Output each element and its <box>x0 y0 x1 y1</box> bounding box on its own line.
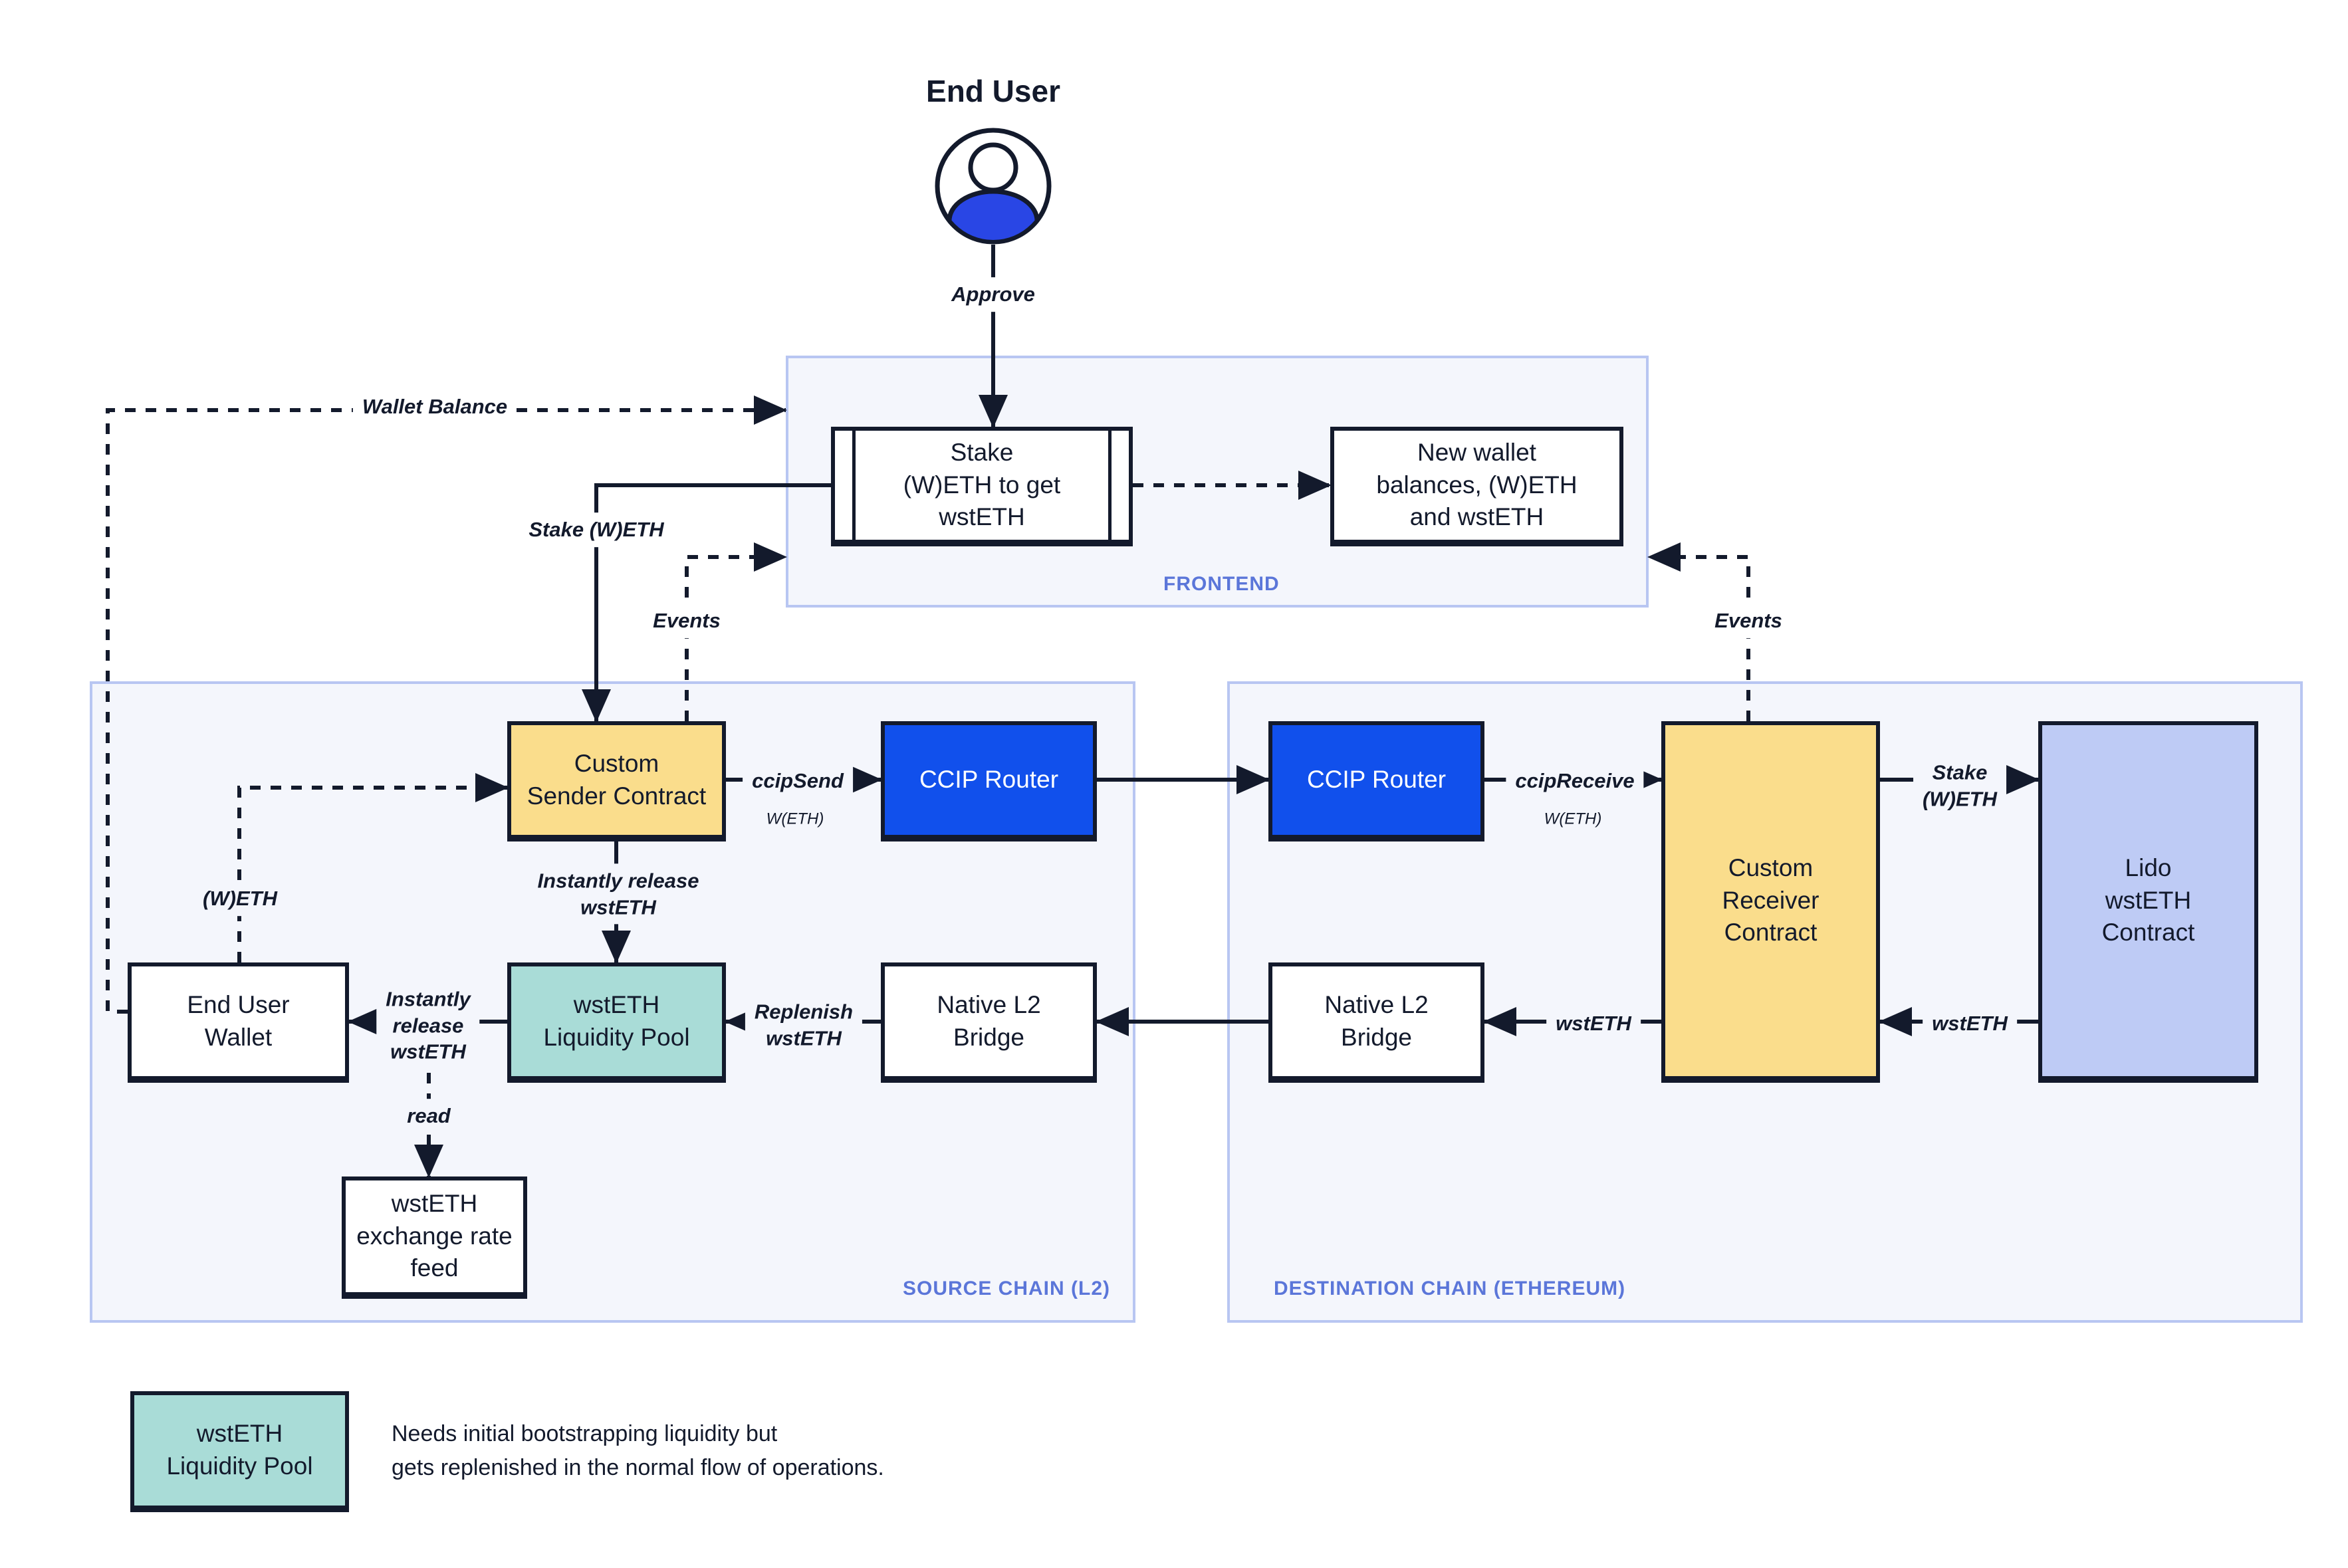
edge-label-wsteth-lido: wstETH <box>1923 1006 2017 1041</box>
edge-label-ccip-receive: ccipReceive <box>1506 764 1644 798</box>
legend-note: Needs initial bootstrapping liquidity bu… <box>392 1421 884 1480</box>
ccip-router-source-label: CCIP Router <box>919 766 1059 794</box>
wsteth-liquidity-pool-label: wstETH Liquidity Pool <box>543 990 690 1051</box>
custom-receiver-contract-label: Custom Receiver Contract <box>1722 853 1820 947</box>
native-l2-bridge-dest-label: Native L2 Bridge <box>1324 990 1429 1051</box>
edge-label-stake-weth-dest: Stake (W)ETH <box>1913 755 2006 816</box>
legend-wsteth-pool-label: wstETH Liquidity Pool <box>166 1420 313 1480</box>
edge-label-weth: (W)ETH <box>193 881 287 916</box>
end-user-avatar-icon <box>935 128 1052 245</box>
custom-sender-contract-label: Custom Sender Contract <box>527 749 707 810</box>
connector-weth-wallet-to-sender <box>237 773 509 962</box>
native-l2-bridge-source-label: Native L2 Bridge <box>937 990 1041 1051</box>
source-chain-label: SOURCE CHAIN (L2) <box>903 1278 1111 1299</box>
edge-label-wsteth-receiver: wstETH <box>1546 1006 1641 1041</box>
page-title: End User <box>926 74 1060 108</box>
edge-label-ccip-receive-asset: W(ETH) <box>1534 805 1611 834</box>
custom-sender-contract-node: Custom Sender Contract <box>507 721 726 839</box>
lido-wsteth-contract-label: Lido wstETH Contract <box>2101 853 2195 947</box>
edge-label-events-source: Events <box>644 604 730 638</box>
connector-wallet-balance <box>106 395 787 1014</box>
connector-events-source <box>685 542 787 721</box>
stake-weth-node-label: Stake (W)ETH to get wstETH <box>903 438 1061 531</box>
edge-label-ccip-send-asset: W(ETH) <box>757 805 834 834</box>
end-user-wallet-node: End User Wallet <box>128 962 349 1080</box>
connector-stake-weth-to-sender <box>582 483 831 723</box>
native-l2-bridge-dest-node: Native L2 Bridge <box>1268 962 1484 1080</box>
ccip-router-source-node: CCIP Router <box>881 721 1097 839</box>
edge-label-read: read <box>398 1099 460 1133</box>
ccip-router-dest-label: CCIP Router <box>1306 766 1447 794</box>
ccip-router-dest-node: CCIP Router <box>1268 721 1484 839</box>
legend-wsteth-pool-swatch: wstETH Liquidity Pool <box>130 1391 349 1510</box>
edge-label-wallet-balance: Wallet Balance <box>352 390 517 424</box>
native-l2-bridge-source-node: Native L2 Bridge <box>881 962 1097 1080</box>
wsteth-liquidity-pool-node: wstETH Liquidity Pool <box>507 962 726 1080</box>
frontend-label: FRONTEND <box>1163 573 1280 595</box>
edge-label-replenish: Replenish wstETH <box>745 994 863 1056</box>
edge-label-ccip-send: ccipSend <box>743 764 853 798</box>
connector-events-dest <box>1647 542 1750 721</box>
edge-label-events-dest: Events <box>1705 604 1792 638</box>
stake-weth-node: Stake (W)ETH to get wstETH <box>831 427 1133 544</box>
wsteth-exchange-rate-feed-label: wstETH exchange rate feed <box>356 1189 513 1282</box>
edge-label-instantly-release-horizontal: Instantly release wstETH <box>376 982 480 1069</box>
edge-label-approve: Approve <box>942 277 1044 312</box>
new-wallet-balances-node: New wallet balances, (W)ETH and wstETH <box>1330 427 1623 544</box>
edge-label-stake-weth-source: Stake (W)ETH <box>519 512 673 547</box>
custom-receiver-contract-node: Custom Receiver Contract <box>1661 721 1880 1080</box>
end-user-wallet-label: End User Wallet <box>187 990 290 1051</box>
wsteth-exchange-rate-feed-node: wstETH exchange rate feed <box>342 1176 527 1296</box>
edge-label-instantly-release-vertical: Instantly release wstETH <box>528 863 709 925</box>
new-wallet-balances-node-label: New wallet balances, (W)ETH and wstETH <box>1376 438 1578 531</box>
destination-chain-label: DESTINATION CHAIN (ETHEREUM) <box>1274 1278 1626 1299</box>
lido-wsteth-contract-node: Lido wstETH Contract <box>2038 721 2258 1080</box>
